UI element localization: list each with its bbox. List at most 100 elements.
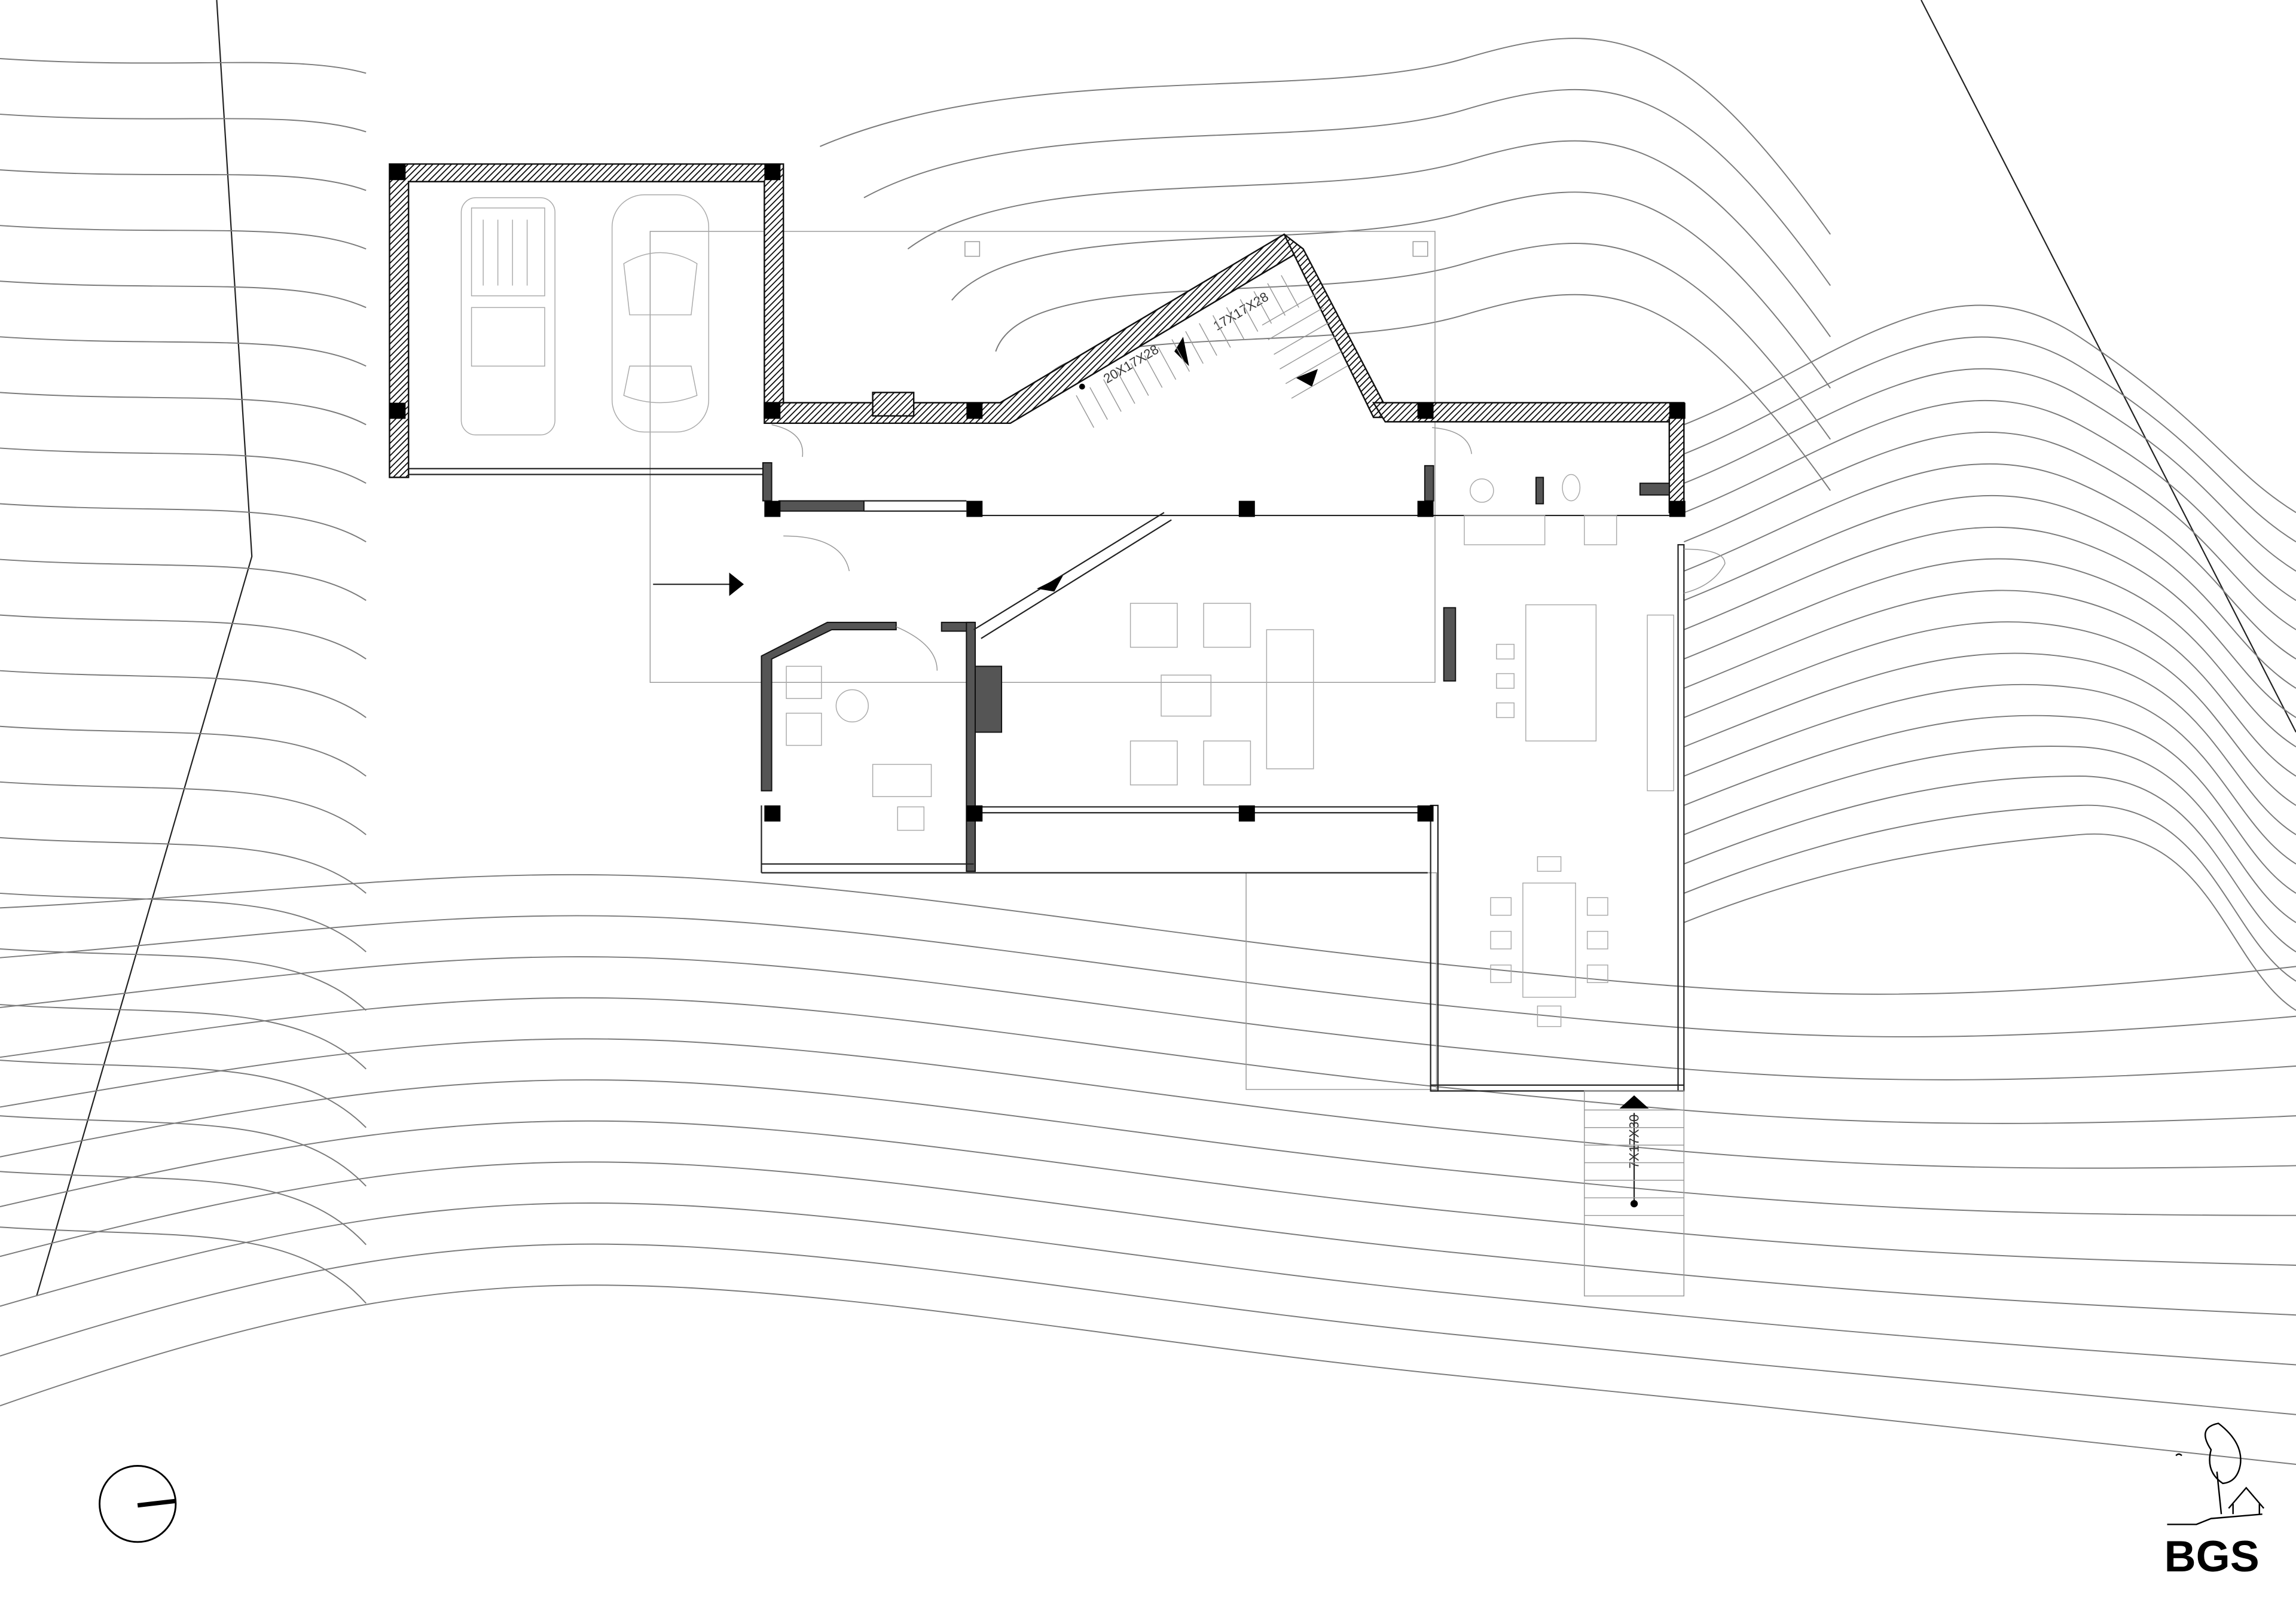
contour-line [0, 874, 2296, 995]
contour-line [1683, 621, 2296, 806]
contour-line [0, 614, 367, 660]
stair-tread [1262, 292, 1318, 326]
terrain-contours [0, 38, 2296, 1465]
roof-outline [649, 231, 1437, 1090]
stair-tread [1267, 283, 1286, 316]
contour-line [0, 892, 367, 953]
contour-line [0, 1038, 2296, 1169]
structural-column [966, 500, 983, 517]
contour-line [0, 447, 367, 484]
stair-tread [1185, 331, 1204, 364]
structural-column [764, 402, 781, 419]
stair-tread [1226, 307, 1245, 340]
contour-line [0, 280, 367, 309]
stair-tread [1268, 307, 1324, 340]
doors [771, 424, 1726, 671]
structural-column [764, 805, 781, 822]
contour-line [0, 1004, 367, 1070]
contour-line [0, 336, 367, 367]
contour-line [1683, 745, 2296, 923]
contour-line [1683, 368, 2296, 572]
contour-line [0, 997, 2296, 1124]
north-arrow-icon [99, 1465, 177, 1543]
contour-line [0, 58, 367, 74]
contour-line [0, 725, 367, 777]
contour-line [1683, 804, 2296, 982]
contour-line [0, 225, 367, 250]
structural-column [1417, 402, 1434, 419]
contour-line [1683, 336, 2296, 542]
contour-line [1683, 558, 2296, 747]
contour-line [0, 558, 367, 601]
furniture [786, 474, 1674, 1027]
contour-line [1683, 304, 2296, 514]
stair-tread [1199, 323, 1217, 356]
contour-line [1683, 590, 2296, 777]
stair-tread [1116, 371, 1135, 404]
stair-label-3: 7X17X30 [1626, 1115, 1641, 1169]
structural-column [966, 402, 983, 419]
contour-line [0, 1161, 2296, 1316]
staircase-lower: 7X17X30 [1584, 1090, 1685, 1297]
structural-column [764, 500, 781, 517]
contour-line [1683, 715, 2296, 894]
contour-line [1683, 776, 2296, 953]
contour-line [0, 1226, 367, 1304]
stair-tread [1212, 315, 1231, 348]
up-arrow-icon [1619, 1095, 1649, 1109]
stair-tread [1158, 347, 1177, 380]
logo-text: BGS [2164, 1531, 2260, 1581]
structural-column [1417, 500, 1434, 517]
down-arrow-icon [1296, 369, 1318, 387]
contour-line [0, 781, 367, 835]
contour-line [951, 191, 1831, 389]
contour-line [0, 1243, 2296, 1415]
contour-line [0, 1079, 2296, 1216]
stair-tread [1253, 291, 1272, 324]
contour-line [0, 169, 367, 191]
contour-line [1683, 683, 2296, 865]
stair-tread [1239, 299, 1259, 332]
contour-line [0, 915, 2296, 1037]
contour-line [0, 956, 2296, 1080]
contour-line [0, 837, 367, 894]
stair-tread [1285, 351, 1342, 384]
contour-line [820, 38, 1831, 235]
stair-tread [1281, 275, 1299, 308]
structural-column [1669, 402, 1686, 419]
property-lines [36, 0, 2296, 1296]
columns [389, 164, 1686, 822]
structural-column [1669, 500, 1686, 517]
structural-column [764, 164, 781, 181]
contour-line [0, 1060, 367, 1128]
stair-tread [1280, 336, 1336, 370]
contour-line [995, 243, 1831, 440]
stair-tread [1291, 365, 1348, 399]
contour-line [0, 1115, 367, 1187]
entrance-arrow-icon [653, 572, 1063, 596]
pickup-truck-icon [460, 197, 555, 436]
walls [761, 233, 1685, 1092]
contour-line [0, 1171, 367, 1246]
structural-column [1238, 805, 1255, 822]
bgs-logo: BGS [2164, 1422, 2265, 1581]
up-arrow-icon [1174, 337, 1189, 367]
contour-line [1683, 833, 2296, 1011]
contour-line [1683, 652, 2296, 835]
stair-tread [1274, 322, 1330, 355]
contour-line [0, 1202, 2296, 1366]
structural-column [1238, 500, 1255, 517]
stair-tread [1076, 395, 1095, 428]
contour-line [0, 1284, 2296, 1465]
contour-line [1683, 526, 2296, 718]
stair-tread [1089, 387, 1108, 420]
contour-line [0, 670, 367, 718]
structural-column [389, 164, 406, 181]
stair-tread [1130, 363, 1149, 396]
contour-line [907, 140, 1831, 337]
contour-line [1683, 431, 2296, 630]
contour-line [0, 392, 367, 426]
structural-column [389, 402, 406, 419]
garage [389, 163, 784, 478]
contour-line [0, 948, 367, 1011]
